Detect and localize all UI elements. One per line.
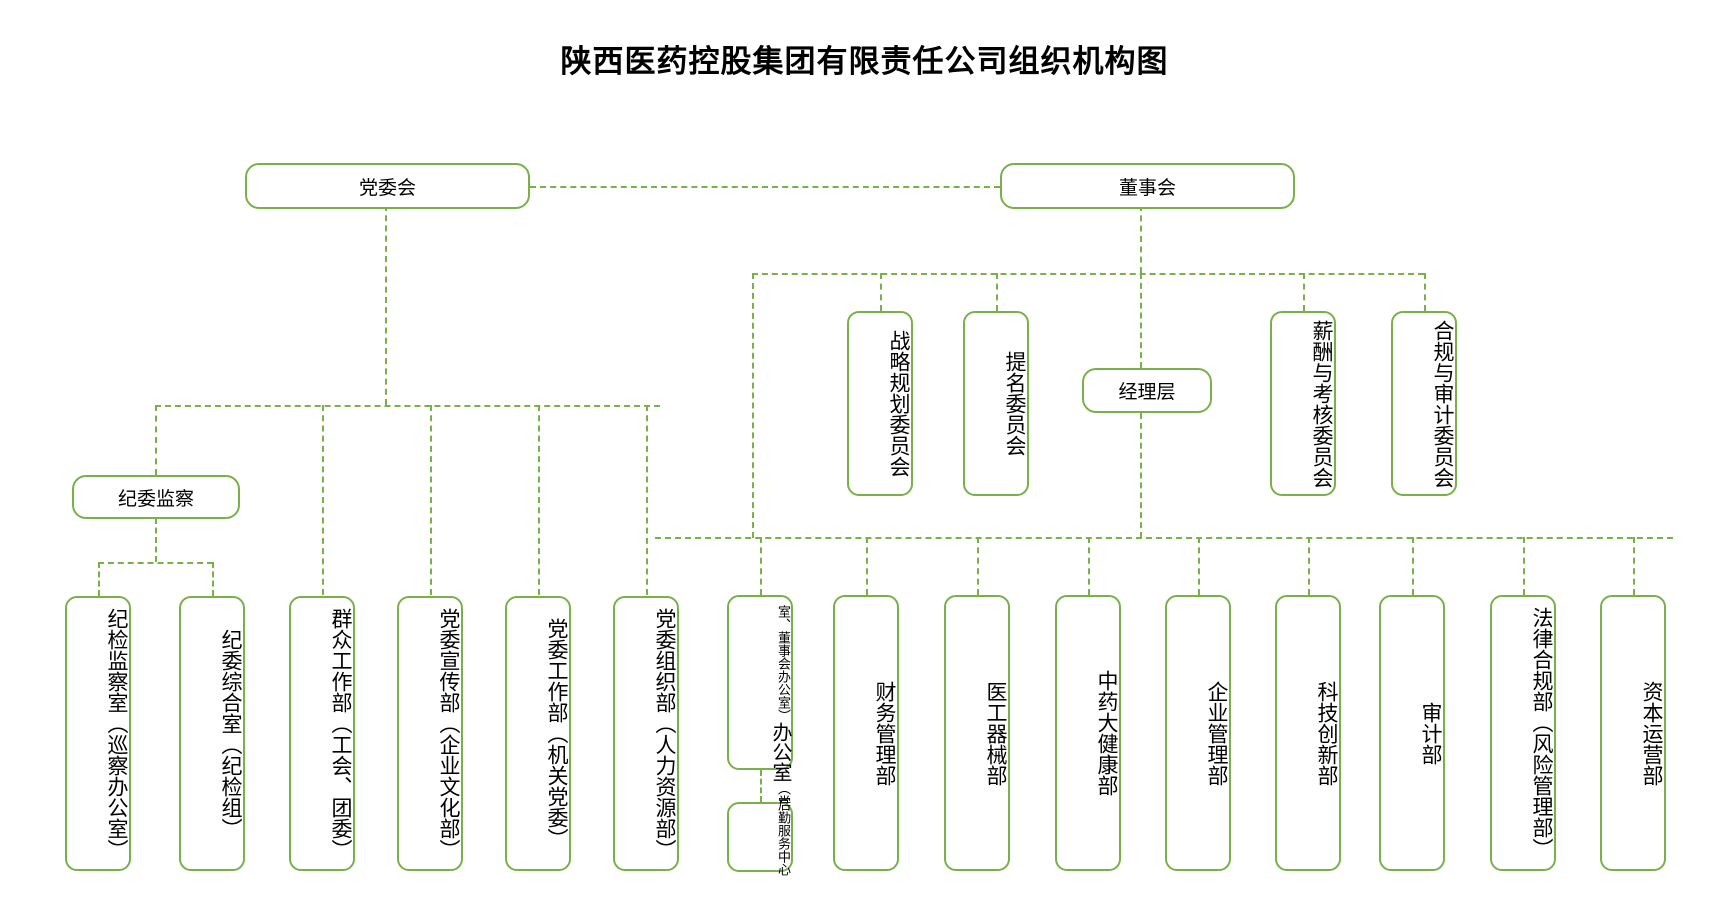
node-discipline-child-inspection-office-label: 纪检监察室（巡察办公室） [105, 607, 128, 860]
connector-office-child [760, 770, 762, 802]
node-discipline-inspection[interactable]: 纪委监察 [72, 475, 240, 519]
node-dept-propaganda-label: 党委宣传部（企业文化部） [437, 607, 460, 860]
connector-jiwei-stem [155, 518, 157, 562]
node-party-committee[interactable]: 党委会 [245, 163, 530, 209]
connector-dept-leg-2 [977, 537, 979, 595]
node-office-label-primary: 办公室 [769, 722, 791, 782]
connector-party-leg-4 [646, 405, 648, 595]
node-dept-legal-compliance-label: 法律合规部（风险管理部） [1530, 607, 1553, 859]
node-dept-tcm-health-label: 中药大健康部 [1095, 670, 1118, 796]
node-board-of-directors-label: 董事会 [1118, 177, 1176, 199]
node-dept-legal-compliance[interactable]: 法律合规部（风险管理部） [1490, 595, 1556, 871]
connector-committee-leg-2 [996, 273, 998, 311]
node-discipline-child-general-office-label: 纪委综合室（纪检组） [219, 628, 242, 839]
connector-party-leg-3 [538, 405, 540, 595]
connector-dept-leg-3 [1088, 537, 1090, 595]
node-dept-capital-operation-label: 资本运营部 [1640, 680, 1663, 786]
node-party-committee-label: 党委会 [358, 177, 416, 199]
connector-jiwei-leg-2 [212, 562, 214, 596]
node-dept-enterprise-management[interactable]: 企业管理部 [1165, 595, 1231, 871]
connector-party-board [530, 186, 1000, 188]
connector-jiwei-leg-1 [98, 562, 100, 596]
node-dept-audit-label: 审计部 [1419, 701, 1442, 765]
connector-committee-leg-4 [1424, 273, 1426, 311]
node-committee-compliance-audit-label: 合规与审计委员会 [1431, 319, 1454, 488]
node-dept-party-work-label: 党委工作部（机关党委） [545, 618, 568, 849]
node-dept-science-innovation[interactable]: 科技创新部 [1275, 595, 1341, 871]
connector-party-bus [155, 405, 660, 407]
node-dept-enterprise-management-label: 企业管理部 [1205, 680, 1228, 786]
connector-board-bus [752, 273, 1424, 275]
connector-dept-leg-6 [1412, 537, 1414, 595]
node-dept-party-organization-label: 党委组织部（人力资源部） [653, 607, 676, 860]
connector-party-leg-jiwei [155, 405, 157, 475]
connector-manager-stem-top [1140, 273, 1142, 368]
node-committee-compliance-audit[interactable]: 合规与审计委员会 [1391, 311, 1457, 496]
node-committee-nomination-label: 提名委员会 [1003, 351, 1026, 456]
node-office[interactable]: 室、董事会办公室） 办公室 （党委办公 [727, 595, 793, 847]
connector-party-leg-2 [430, 405, 432, 595]
connector-committee-leg-1 [880, 273, 882, 311]
node-dept-finance-label: 财务管理部 [873, 680, 896, 786]
node-dept-tcm-health[interactable]: 中药大健康部 [1055, 595, 1121, 871]
node-dept-party-work[interactable]: 党委工作部（机关党委） [505, 596, 571, 871]
connector-dept-leg-4 [1198, 537, 1200, 595]
connector-party-leg-1 [322, 405, 324, 595]
node-committee-compensation-label: 薪酬与考核委员会 [1310, 319, 1333, 488]
node-logistics-service-center[interactable]: 后勤服务中心 [727, 798, 793, 876]
connector-dept-leg-office [760, 537, 762, 595]
node-discipline-inspection-label: 纪委监察 [117, 488, 194, 510]
node-dept-propaganda[interactable]: 党委宣传部（企业文化部） [397, 596, 463, 871]
node-discipline-child-inspection-office[interactable]: 纪检监察室（巡察办公室） [65, 596, 131, 871]
page-title: 陕西医药控股集团有限责任公司组织机构图 [560, 44, 1169, 79]
connector-dept-leg-5 [1308, 537, 1310, 595]
node-dept-medical-equipment-label: 医工器械部 [984, 680, 1007, 786]
connector-dept-leg-1 [866, 537, 868, 595]
node-management-layer-label: 经理层 [1118, 382, 1176, 403]
node-dept-mass-work[interactable]: 群众工作部（工会、团委） [289, 596, 355, 871]
connector-committee-leg-3 [1303, 273, 1305, 311]
node-dept-audit[interactable]: 审计部 [1379, 595, 1445, 871]
node-dept-medical-equipment[interactable]: 医工器械部 [944, 595, 1010, 871]
node-dept-science-innovation-label: 科技创新部 [1315, 680, 1338, 786]
connector-manager-stem-bottom [1140, 413, 1142, 538]
node-dept-finance[interactable]: 财务管理部 [833, 595, 899, 871]
connector-dept-bus [655, 537, 1673, 539]
node-discipline-child-general-office[interactable]: 纪委综合室（纪检组） [179, 596, 245, 871]
node-committee-nomination[interactable]: 提名委员会 [963, 311, 1029, 496]
node-dept-party-organization[interactable]: 党委组织部（人力资源部） [613, 596, 679, 871]
node-committee-compensation[interactable]: 薪酬与考核委员会 [1270, 311, 1336, 496]
connector-board-stem [1140, 205, 1142, 273]
connector-dept-leg-7 [1523, 537, 1525, 595]
node-logistics-service-center-label: 后勤服务中心 [776, 798, 791, 876]
connector-party-stem [385, 205, 387, 405]
node-dept-capital-operation[interactable]: 资本运营部 [1600, 595, 1666, 871]
node-board-of-directors[interactable]: 董事会 [1000, 163, 1295, 209]
node-office-label-secondary: 室、董事会办公室） [776, 605, 791, 722]
node-committee-strategy[interactable]: 战略规划委员会 [847, 311, 913, 496]
node-committee-strategy-label: 战略规划委员会 [887, 330, 910, 477]
connector-board-left-riser [752, 273, 754, 538]
connector-jiwei-bus [98, 562, 213, 564]
node-dept-mass-work-label: 群众工作部（工会、团委） [329, 607, 352, 860]
node-management-layer[interactable]: 经理层 [1082, 368, 1212, 413]
connector-dept-leg-8 [1633, 537, 1635, 595]
